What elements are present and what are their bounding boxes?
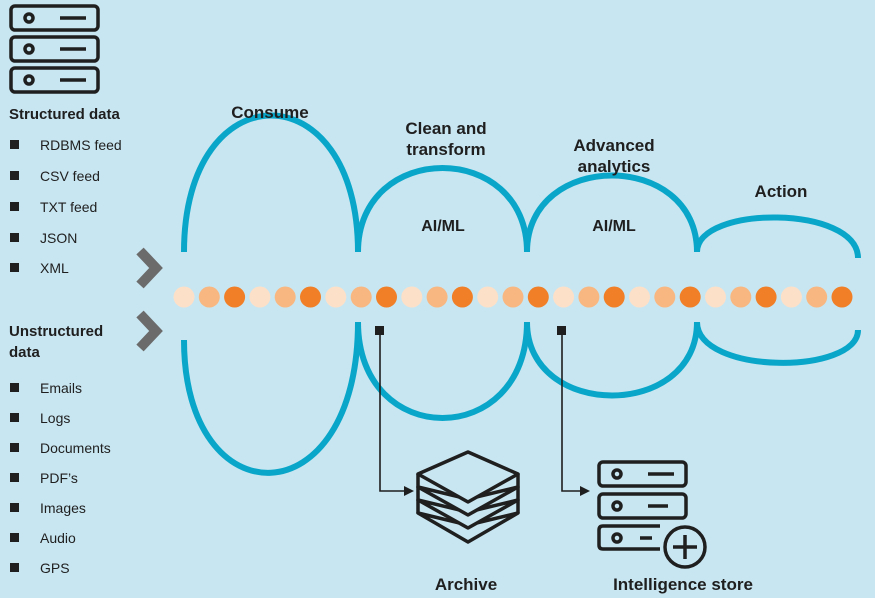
data-stream-dots	[173, 286, 853, 308]
square-bullet-icon	[10, 503, 19, 512]
wave-arc-lower-3	[524, 321, 700, 399]
square-bullet-icon	[10, 473, 19, 482]
chevron-right-icon	[136, 247, 163, 289]
list-item: GPS	[40, 560, 70, 576]
stream-dot	[477, 286, 499, 308]
stream-dot	[654, 286, 676, 308]
stage-label-consume: Consume	[231, 103, 308, 122]
stage-label-clean-line1: Clean and	[405, 119, 486, 138]
lower-wave	[181, 321, 861, 476]
list-item: JSON	[40, 230, 77, 246]
stream-dot	[274, 286, 296, 308]
stream-dot	[806, 286, 828, 308]
stream-dot	[198, 286, 220, 308]
square-bullet-icon	[10, 233, 19, 242]
list-item: XML	[40, 260, 69, 276]
list-item: Documents	[40, 440, 111, 456]
square-bullet-icon	[10, 263, 19, 272]
list-item: Logs	[40, 410, 70, 426]
stream-dot	[679, 286, 701, 308]
square-bullet-icon	[10, 171, 19, 180]
unstructured-data-heading-line2: data	[9, 344, 41, 361]
layered-stack-icon	[416, 450, 520, 544]
stream-dot	[730, 286, 752, 308]
server-stack-icon	[9, 4, 100, 94]
square-bullet-icon	[10, 140, 19, 149]
stream-dot	[603, 286, 625, 308]
stream-dot	[553, 286, 575, 308]
stream-dot	[173, 286, 195, 308]
stream-dot	[705, 286, 726, 308]
stream-dot	[502, 286, 524, 308]
stage-label-analytics-line1: Advanced	[573, 136, 654, 155]
square-bullet-icon	[10, 202, 19, 211]
wave-arc-lower-2	[355, 321, 530, 421]
square-bullet-icon	[10, 413, 19, 422]
wave-arc-consume	[181, 112, 361, 253]
stream-dot	[249, 286, 271, 308]
stream-dot	[300, 286, 321, 308]
unstructured-data-list: Emails Logs Documents PDF’s Images Audio…	[10, 380, 111, 576]
wave-arc-clean	[355, 165, 530, 253]
stream-dot	[451, 286, 473, 308]
aiml-label-analytics: AI/ML	[592, 218, 636, 235]
list-item: RDBMS feed	[40, 137, 122, 153]
stream-dot	[325, 286, 347, 308]
stream-dot	[376, 286, 397, 308]
stream-dot	[350, 286, 372, 308]
stream-dot	[755, 286, 777, 308]
archive-connector	[375, 326, 414, 496]
archive-label: Archive	[435, 575, 497, 594]
stage-label-action: Action	[755, 182, 808, 201]
stream-dot	[224, 286, 246, 308]
list-item: Audio	[40, 530, 76, 546]
stream-dot	[401, 286, 423, 308]
stage-label-analytics-line2: analytics	[578, 157, 651, 176]
wave-arc-lower-1	[181, 321, 361, 476]
stream-dot	[426, 286, 448, 308]
chevron-right-icon	[136, 310, 163, 352]
square-bullet-icon	[10, 533, 19, 542]
list-item: CSV feed	[40, 168, 100, 184]
square-bullet-icon	[10, 383, 19, 392]
stream-dot	[527, 286, 549, 308]
stream-dot	[780, 286, 802, 308]
upper-wave	[181, 112, 861, 259]
structured-data-list: RDBMS feed CSV feed TXT feed JSON XML	[10, 137, 122, 276]
list-item: Images	[40, 500, 86, 516]
list-item: PDF’s	[40, 470, 78, 486]
wave-arc-lower-4	[694, 321, 861, 366]
wave-arc-action	[694, 214, 861, 259]
list-item: Emails	[40, 380, 82, 396]
square-bullet-icon	[10, 443, 19, 452]
stage-label-clean-line2: transform	[406, 140, 485, 159]
stream-dot	[831, 286, 853, 308]
wave-arc-analytics	[524, 172, 700, 253]
stream-dot	[629, 286, 650, 308]
structured-data-heading: Structured data	[9, 106, 121, 123]
aiml-label-clean: AI/ML	[421, 218, 465, 235]
list-item: TXT feed	[40, 199, 97, 215]
square-bullet-icon	[10, 563, 19, 572]
unstructured-data-heading-line1: Unstructured	[9, 323, 103, 340]
intelligence-connector	[557, 326, 590, 496]
stream-dot	[578, 286, 600, 308]
server-plus-icon	[597, 460, 707, 569]
intelligence-store-label: Intelligence store	[613, 575, 753, 594]
